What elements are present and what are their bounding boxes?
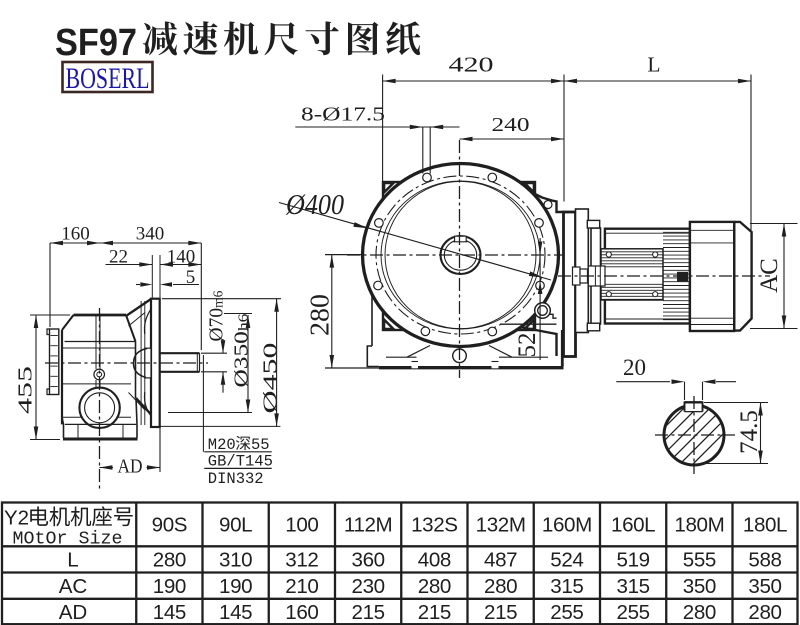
svg-text:145: 145 — [153, 601, 186, 624]
svg-text:M20: M20 — [208, 436, 236, 454]
svg-text:AC: AC — [756, 258, 783, 293]
svg-text:160L: 160L — [611, 514, 655, 537]
svg-text:215: 215 — [352, 601, 385, 624]
svg-text:AC: AC — [59, 575, 88, 598]
svg-text:Ø400: Ø400 — [285, 189, 344, 221]
svg-text:315: 315 — [617, 575, 650, 598]
svg-text:350: 350 — [683, 575, 716, 598]
svg-text:315: 315 — [550, 575, 583, 598]
svg-text:310: 310 — [219, 549, 252, 572]
svg-text:132M: 132M — [476, 514, 526, 537]
svg-text:Y2: Y2 — [4, 507, 29, 530]
svg-text:487: 487 — [484, 549, 517, 572]
svg-text:588: 588 — [748, 549, 781, 572]
svg-text:Ø350h6: Ø350h6 — [232, 313, 253, 387]
svg-text:100: 100 — [285, 514, 318, 537]
svg-text:519: 519 — [617, 549, 650, 572]
svg-text:455: 455 — [16, 366, 37, 414]
svg-text:280: 280 — [418, 575, 451, 598]
svg-text:L: L — [647, 53, 660, 77]
svg-text:AD: AD — [118, 456, 143, 478]
svg-text:180M: 180M — [674, 514, 724, 537]
svg-text:AD: AD — [59, 601, 88, 624]
svg-text:Ø70m6: Ø70m6 — [207, 290, 228, 341]
svg-text:210: 210 — [285, 575, 318, 598]
svg-text:74.5: 74.5 — [736, 410, 763, 454]
svg-text:140: 140 — [167, 247, 196, 268]
svg-text:280: 280 — [484, 575, 517, 598]
svg-text:312: 312 — [285, 549, 318, 572]
svg-text:90L: 90L — [219, 514, 252, 537]
svg-text:145: 145 — [219, 601, 252, 624]
svg-text:Ø450: Ø450 — [260, 343, 281, 414]
svg-text:255: 255 — [617, 601, 650, 624]
svg-text:230: 230 — [352, 575, 385, 598]
svg-text:360: 360 — [352, 549, 385, 572]
svg-text:SF97: SF97 — [55, 22, 137, 64]
svg-text:GB/T145: GB/T145 — [208, 453, 273, 471]
svg-text:5: 5 — [186, 267, 196, 288]
svg-text:190: 190 — [219, 575, 252, 598]
svg-text:DIN332: DIN332 — [208, 470, 264, 488]
svg-text:190: 190 — [153, 575, 186, 598]
svg-text:20: 20 — [623, 355, 646, 380]
svg-text:160: 160 — [61, 224, 90, 245]
svg-text:215: 215 — [418, 601, 451, 624]
svg-text:555: 555 — [683, 549, 716, 572]
svg-text:L: L — [67, 549, 78, 572]
svg-text:22: 22 — [109, 247, 128, 268]
svg-text:420: 420 — [449, 53, 494, 77]
svg-text:215: 215 — [484, 601, 517, 624]
svg-text:55: 55 — [251, 436, 270, 454]
svg-text:BOSERL: BOSERL — [66, 62, 150, 95]
svg-text:132S: 132S — [411, 514, 458, 537]
svg-text:524: 524 — [550, 549, 583, 572]
svg-text:52: 52 — [514, 333, 541, 358]
svg-text:MOtOr Size: MOtOr Size — [13, 530, 123, 550]
svg-text:160: 160 — [285, 601, 318, 624]
svg-text:280: 280 — [153, 549, 186, 572]
svg-text:350: 350 — [748, 575, 781, 598]
svg-text:8-Ø17.5: 8-Ø17.5 — [301, 104, 385, 126]
svg-text:340: 340 — [136, 224, 165, 245]
svg-text:160M: 160M — [542, 514, 592, 537]
svg-text:180L: 180L — [743, 514, 787, 537]
svg-text:112M: 112M — [344, 514, 392, 537]
svg-text:255: 255 — [550, 601, 583, 624]
svg-text:280: 280 — [304, 294, 334, 336]
svg-text:240: 240 — [492, 114, 530, 136]
svg-text:408: 408 — [418, 549, 451, 572]
svg-text:280: 280 — [748, 601, 781, 624]
svg-text:280: 280 — [683, 601, 716, 624]
svg-text:90S: 90S — [152, 514, 187, 537]
